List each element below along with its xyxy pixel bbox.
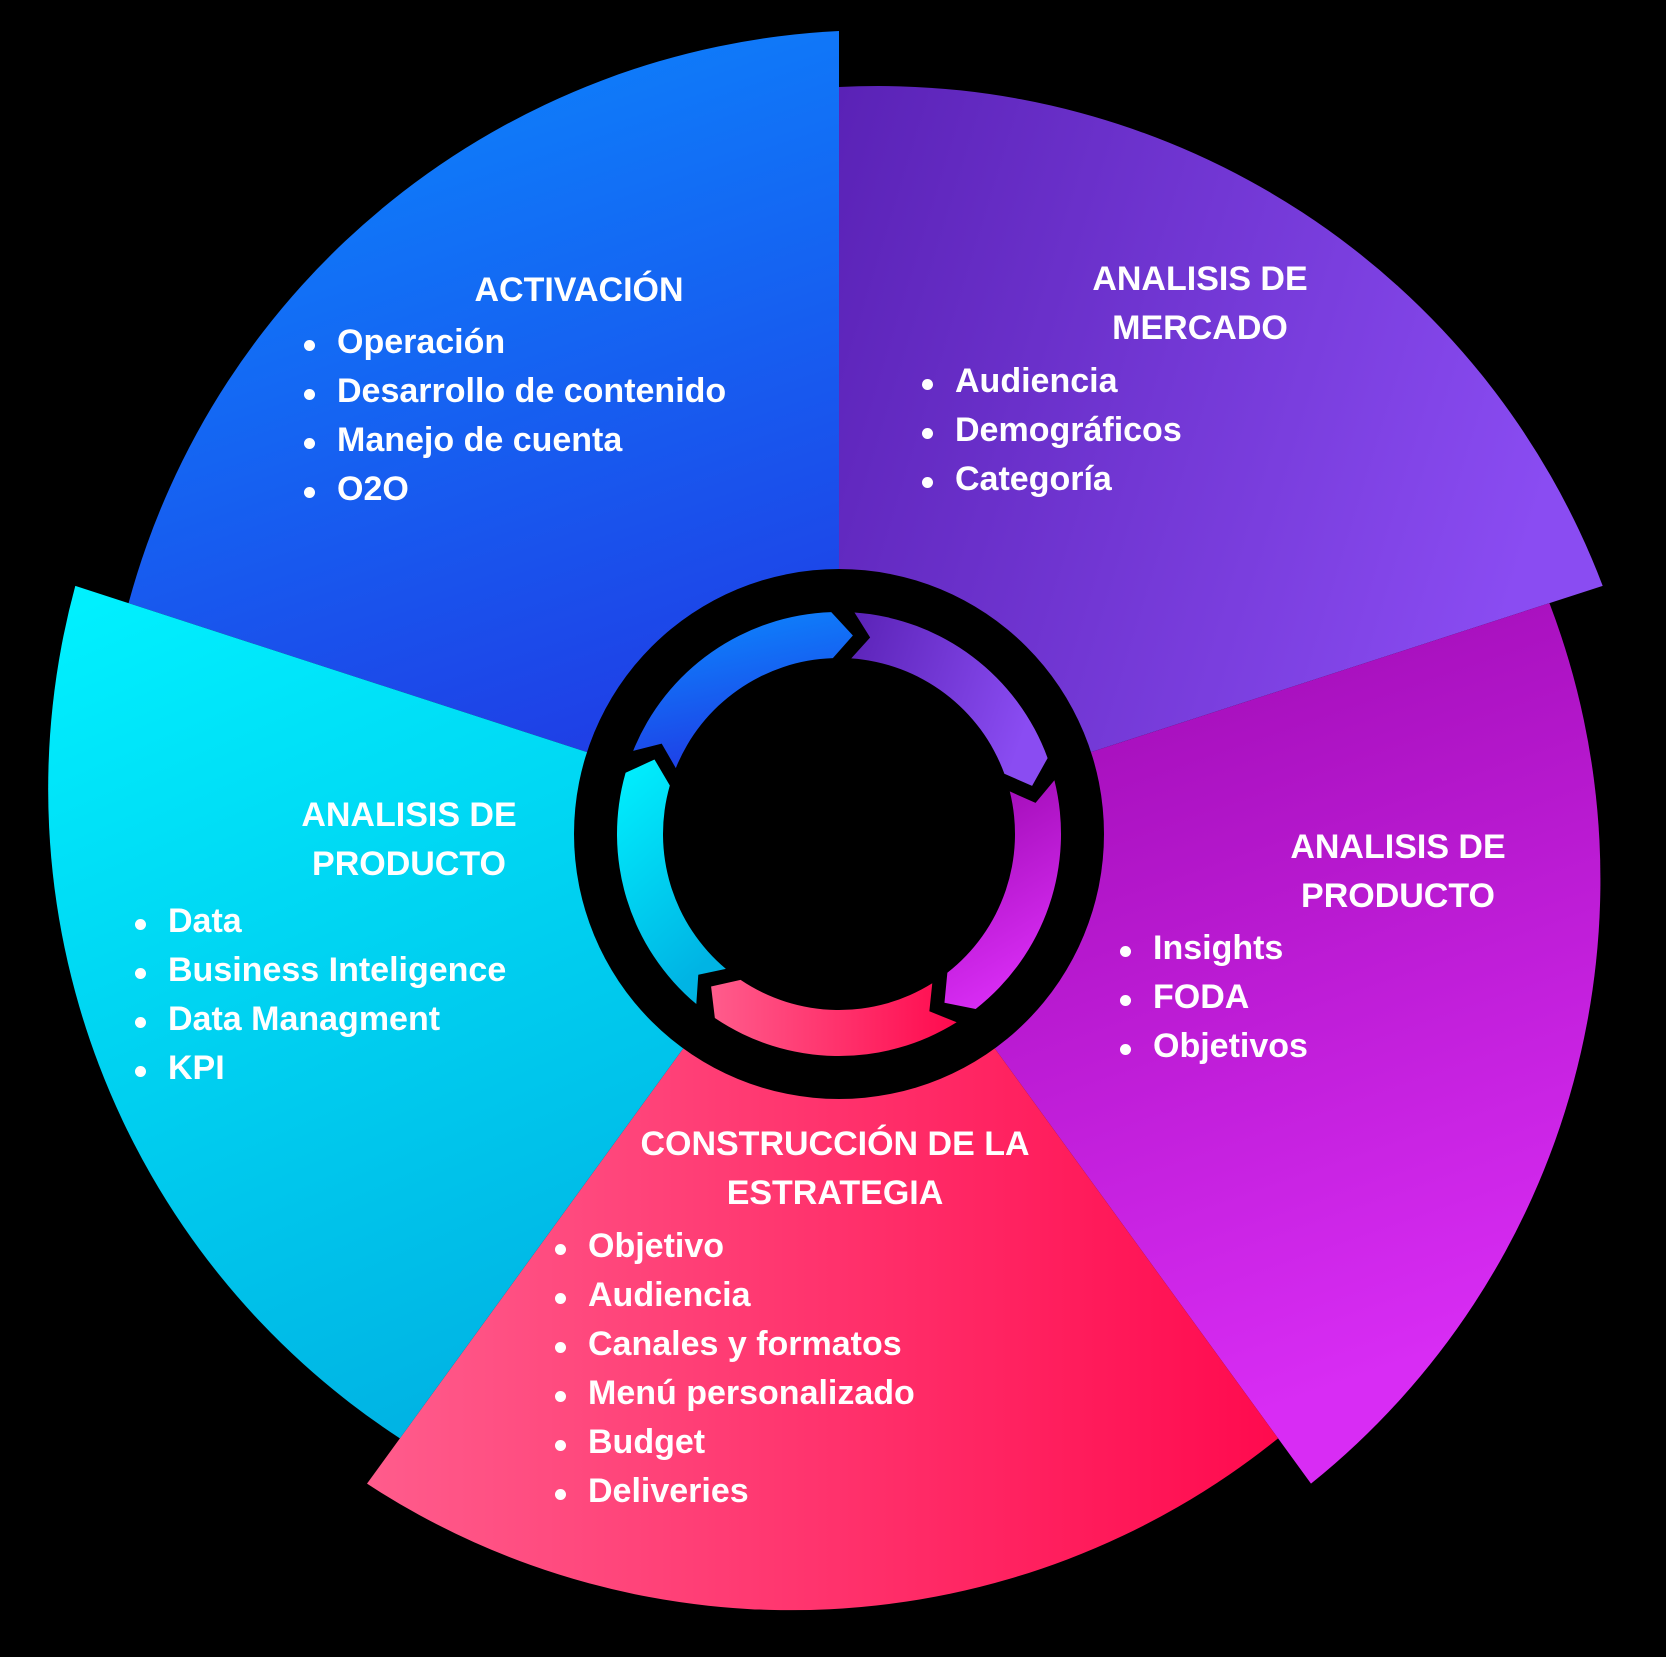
producto-derecha-cycle-arrow (944, 780, 1061, 1009)
list-item: Data Managment (134, 995, 506, 1044)
list-item: Insights (1120, 924, 1308, 973)
list-item: Desarrollo de contenido (303, 367, 726, 416)
mercado-list: Audiencia Demográficos Categoría (922, 357, 1182, 504)
list-item: Manejo de cuenta (303, 416, 726, 465)
list-item: Categoría (922, 455, 1182, 504)
list-item: KPI (134, 1044, 506, 1093)
producto-derecha-list: Insights FODA Objetivos (1120, 924, 1308, 1071)
producto-izquierda-list: Data Business Inteligence Data Managment… (134, 897, 506, 1093)
list-item: Menú personalizado (555, 1369, 915, 1418)
list-item: Objetivos (1120, 1022, 1308, 1071)
producto-derecha-title-line2: PRODUCTO (1301, 877, 1495, 915)
list-item: Audiencia (555, 1271, 915, 1320)
mercado-title-line2: MERCADO (1112, 309, 1288, 347)
producto-derecha-section: ANALISIS DE PRODUCTO (1238, 823, 1558, 921)
activacion-title: ACTIVACIÓN (474, 271, 684, 309)
activacion-section: ACTIVACIÓN (419, 266, 739, 315)
list-item: Data (134, 897, 506, 946)
estrategia-title-line2: ESTRATEGIA (726, 1174, 944, 1212)
estrategia-list: Objetivo Audiencia Canales y formatos Me… (555, 1222, 915, 1516)
list-item: Operación (303, 318, 726, 367)
list-item: Demográficos (922, 406, 1182, 455)
list-item: Deliveries (555, 1467, 915, 1516)
list-item: FODA (1120, 973, 1308, 1022)
estrategia-section: CONSTRUCCIÓN DE LA ESTRATEGIA (615, 1120, 1055, 1218)
list-item: Canales y formatos (555, 1320, 915, 1369)
producto-izquierda-section: ANALISIS DE PRODUCTO (249, 791, 569, 889)
mercado-title-line1: ANALISIS DE (1092, 260, 1308, 298)
activacion-list: Operación Desarrollo de contenido Manejo… (303, 318, 726, 514)
estrategia-cycle-arrow (711, 979, 957, 1056)
producto-derecha-title-line1: ANALISIS DE (1290, 828, 1506, 866)
producto-izquierda-title-line1: ANALISIS DE (301, 796, 517, 834)
activacion-wedge (128, 31, 839, 834)
list-item: O2O (303, 465, 726, 514)
producto-izquierda-title-line2: PRODUCTO (312, 845, 506, 883)
mercado-wedge (839, 86, 1603, 835)
mercado-section: ANALISIS DE MERCADO (1040, 255, 1360, 353)
activacion-cycle-arrow (633, 612, 853, 769)
list-item: Audiencia (922, 357, 1182, 406)
list-item: Objetivo (555, 1222, 915, 1271)
estrategia-title-line1: CONSTRUCCIÓN DE LA (640, 1125, 1030, 1163)
producto-izquierda-cycle-arrow (617, 759, 726, 1005)
list-item: Business Inteligence (134, 946, 506, 995)
mercado-cycle-arrow (851, 612, 1048, 786)
list-item: Budget (555, 1418, 915, 1467)
estrategia-wedge (367, 834, 1279, 1611)
